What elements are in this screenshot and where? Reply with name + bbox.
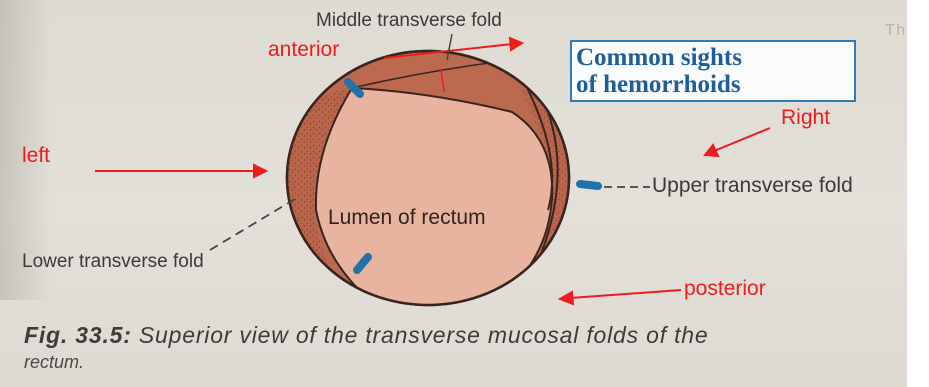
callout-line-1: Common sights: [576, 44, 854, 71]
right-label: Right: [781, 106, 830, 130]
figure-number: Fig. 33.5:: [24, 322, 132, 348]
upper-transverse-fold-label: Upper transverse fold: [652, 174, 853, 198]
posterior-arrow: [570, 290, 681, 298]
hemorrhoid-marker-right: [580, 184, 598, 186]
figure-caption-continued: rectum.: [24, 352, 84, 373]
lumen-of-rectum-label: Lumen of rectum: [328, 206, 486, 230]
diagram-canvas: Th: [0, 0, 907, 387]
lower-transverse-fold-label: Lower transverse fold: [22, 251, 204, 273]
lower-fold-leader: [210, 196, 300, 250]
figure-caption: Fig. 33.5: Superior view of the transver…: [24, 322, 708, 349]
callout-line-2: of hemorrhoids: [576, 71, 854, 98]
middle-transverse-fold-label: Middle transverse fold: [316, 10, 502, 32]
posterior-label: posterior: [684, 277, 766, 301]
hemorrhoid-sites-callout: Common sights of hemorrhoids: [570, 40, 856, 102]
right-arrow: [714, 128, 770, 151]
anterior-label: anterior: [268, 38, 339, 62]
caption-text: Superior view of the transverse mucosal …: [139, 322, 709, 348]
left-label: left: [22, 144, 50, 168]
